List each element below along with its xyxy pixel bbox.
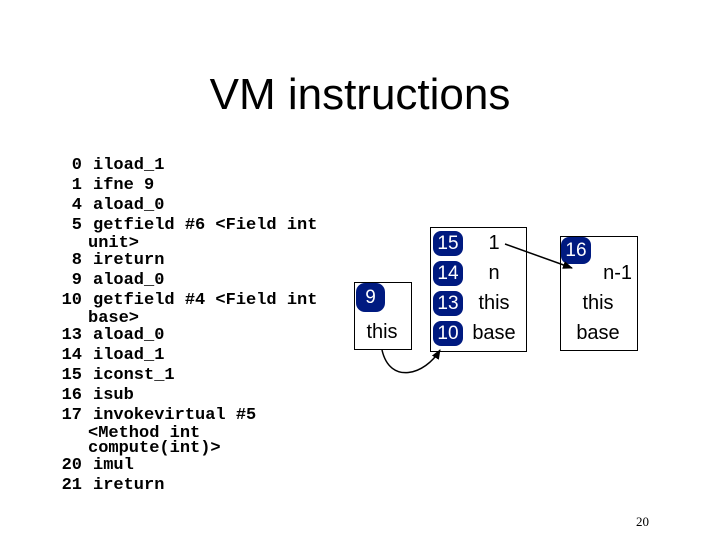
line-instruction: getfield #4 <Field int	[93, 291, 318, 310]
line-offset: 4	[71, 196, 82, 215]
page-number: 20	[636, 514, 649, 529]
line-instruction: aload_0	[93, 196, 165, 215]
frame-2-value: base	[472, 322, 516, 344]
frame-2-value: 1	[488, 232, 500, 254]
line-instruction: iload_1	[93, 346, 165, 365]
frame-2-pc: 15	[433, 231, 463, 256]
line-instruction: aload_0	[93, 326, 165, 345]
line-instruction: iconst_1	[93, 366, 175, 385]
link-arrow	[504, 243, 573, 269]
line-instruction: aload_0	[93, 271, 165, 290]
frame-2-value: n	[488, 262, 500, 284]
line-instruction: imul	[93, 456, 134, 475]
frame-2-pc: 10	[433, 321, 463, 346]
line-instruction: ireturn	[93, 251, 165, 270]
frame-1-slot: this	[366, 321, 398, 343]
line-instruction: unit>	[88, 234, 140, 253]
line-instruction: base>	[88, 309, 140, 328]
line-offset: 5	[71, 216, 82, 235]
line-instruction: compute(int)>	[88, 439, 221, 458]
line-offset: 10	[61, 291, 82, 310]
line-instruction: getfield #6 <Field int	[93, 216, 318, 235]
frame-1-pc: 9	[356, 283, 385, 312]
curved-arrow	[381, 349, 441, 374]
line-offset: 0	[71, 156, 82, 175]
slide-title: VM instructions	[209, 70, 511, 119]
frame-2-value: this	[478, 292, 510, 314]
line-offset: 13	[61, 326, 82, 345]
line-offset: 21	[61, 476, 82, 495]
line-instruction: ifne 9	[93, 176, 155, 195]
frame-3-slot: base	[576, 322, 620, 344]
line-offset: 8	[71, 251, 82, 270]
line-instruction: <Method int	[88, 424, 201, 443]
line-offset: 17	[61, 406, 82, 425]
frame-3-slot: n-1	[603, 262, 632, 284]
line-offset: 14	[61, 346, 82, 365]
line-offset: 16	[61, 386, 82, 405]
frame-3-slot: this	[582, 292, 614, 314]
line-offset: 20	[61, 456, 82, 475]
line-offset: 9	[71, 271, 82, 290]
line-instruction: invokevirtual #5	[93, 406, 257, 425]
line-offset: 15	[61, 366, 82, 385]
line-instruction: ireturn	[93, 476, 165, 495]
frame-2-pc: 13	[433, 291, 463, 316]
frame-2-pc: 14	[433, 261, 463, 286]
line-instruction: iload_1	[93, 156, 165, 175]
line-instruction: isub	[93, 386, 134, 405]
frame-3-pc: 16	[561, 237, 591, 264]
line-offset: 1	[71, 176, 82, 195]
